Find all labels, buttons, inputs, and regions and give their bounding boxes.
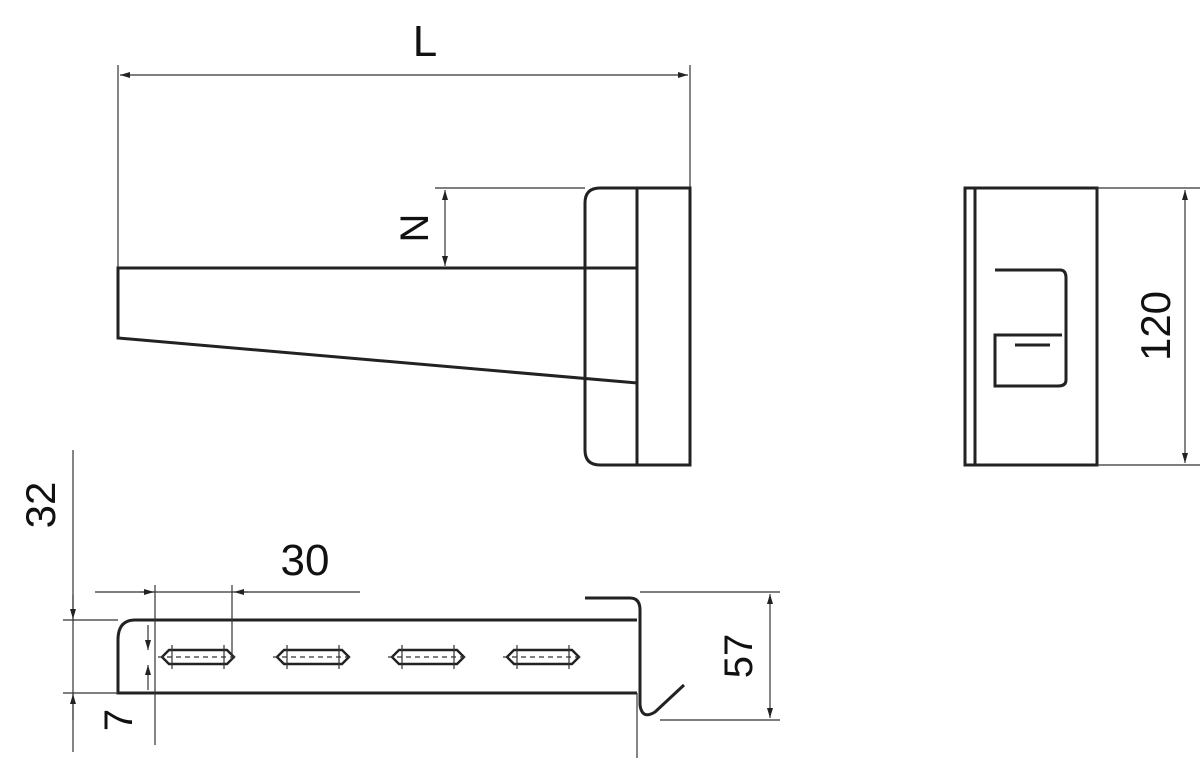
height-120-label: 120 xyxy=(1132,291,1179,361)
length-label: L xyxy=(413,17,437,66)
offset-7-label: 7 xyxy=(97,709,141,731)
side-view: 120 xyxy=(963,186,1200,467)
front-view: L N xyxy=(116,17,692,467)
bottom-view: 57 30 7 32 xyxy=(17,450,780,758)
side-plate xyxy=(963,186,1099,467)
hook-profile xyxy=(993,268,1068,388)
n-label: N xyxy=(393,214,437,243)
height-32-label: 32 xyxy=(17,482,64,529)
slot-group xyxy=(158,645,583,669)
bracket-arm xyxy=(116,266,638,385)
hook-57-label: 57 xyxy=(717,634,761,679)
pitch-30-label: 30 xyxy=(281,536,330,585)
mounting-plate xyxy=(583,186,692,467)
bracket-plate xyxy=(116,618,637,695)
hook xyxy=(585,596,686,717)
